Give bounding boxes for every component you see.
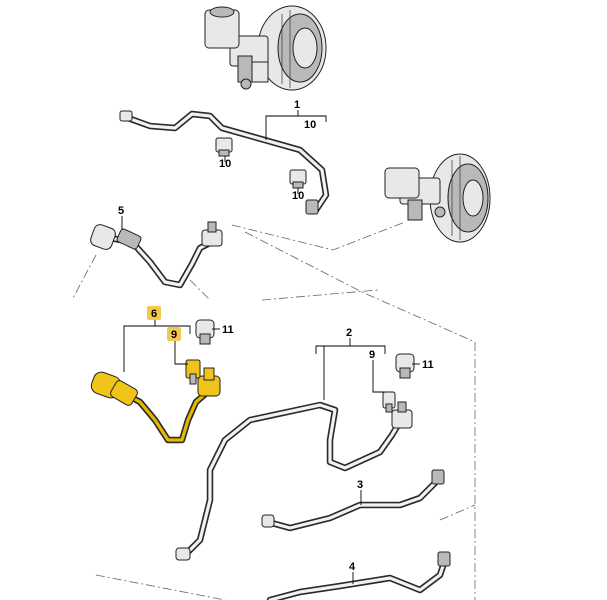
callout-10-left: 10	[219, 158, 231, 170]
leader-lines	[121, 110, 420, 584]
callout-10-mid: 10	[292, 190, 304, 202]
bracket-9-left	[185, 359, 201, 385]
callout-9-left-badge	[167, 327, 181, 341]
brake-booster-top	[204, 5, 327, 91]
bracket-9-right	[382, 391, 396, 413]
callout-1: 1	[294, 99, 300, 111]
callout-9-right: 9	[369, 349, 375, 361]
callout-11-right: 11	[422, 359, 434, 371]
callout-6: 6	[151, 308, 157, 320]
brake-hose-2	[391, 401, 413, 429]
brake-line-long	[175, 401, 402, 561]
clip-10-left	[215, 137, 233, 157]
callout-labels: 1 10 10 10 5 6 9 11 2 9 11 3 4	[118, 99, 434, 573]
brake-hose-5	[90, 221, 223, 289]
callout-5: 5	[118, 205, 124, 217]
phantom-lines	[71, 221, 476, 600]
callout-9-left: 9	[171, 329, 177, 341]
brake-hose-6-highlighted	[90, 367, 221, 444]
brake-line-1	[119, 110, 330, 215]
bleed-cap-11-left	[195, 319, 215, 345]
bleed-cap-11-right	[395, 353, 415, 379]
callout-10-top: 10	[304, 119, 316, 131]
callout-6-badge	[147, 306, 161, 320]
callout-11-left: 11	[222, 324, 234, 336]
callout-4: 4	[349, 561, 356, 573]
brake-line-3	[261, 469, 445, 532]
callout-2: 2	[346, 327, 352, 339]
brake-line-4	[266, 551, 451, 600]
callout-3: 3	[357, 479, 363, 491]
brake-booster-right	[384, 153, 491, 243]
clip-10-mid	[289, 169, 307, 189]
